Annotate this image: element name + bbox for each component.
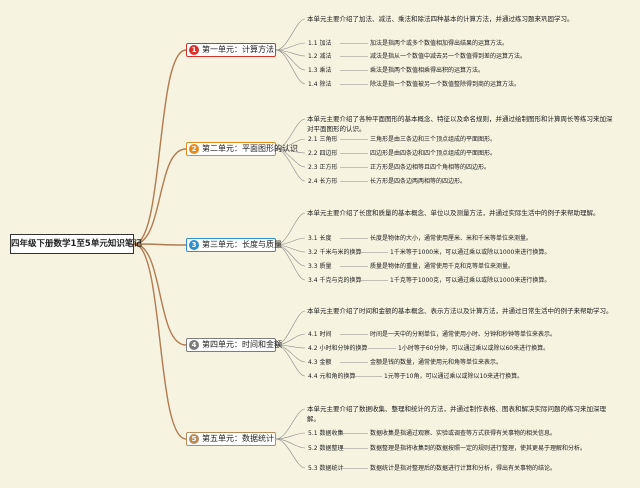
unit-number-badge: 1 — [189, 44, 199, 55]
topic-description: 长度是物体的大小，通常使用厘米、米和千米等单位来测量。 — [370, 235, 533, 242]
topic-description: 除法是指一个数值被另一个数值整除得到商的运算方法。 — [370, 81, 521, 88]
unit-title: 第二单元：平面图形的认识 — [202, 144, 298, 153]
unit-number-badge: 3 — [189, 239, 199, 250]
child-connector-line — [275, 438, 306, 469]
topic-description: 减法是指从一个数值中减去另一个数值得到差的运算方法。 — [370, 53, 527, 60]
topic-description: 质量是物体的重量，通常使用千克和克等单位来测量。 — [370, 263, 515, 270]
topic-label[interactable]: 4.2 小时和分钟的换算 — [308, 345, 368, 352]
child-connector-line — [275, 344, 306, 377]
child-connector-line — [275, 49, 306, 57]
topic-label[interactable]: 4.4 元和角的换算 — [308, 373, 356, 380]
topic-label[interactable]: 2.1 三角形 — [308, 136, 338, 143]
topic-label[interactable]: 3.3 质量 — [308, 263, 332, 270]
topic-label[interactable]: 5.1 数据收集 — [308, 430, 344, 437]
topic-label[interactable]: 2.3 正方形 — [308, 164, 338, 171]
topic-label[interactable]: 1.1 加法 — [308, 40, 332, 47]
topic-label[interactable]: 1.3 乘法 — [308, 67, 332, 74]
topic-description: 数据整理是指将收集到的数据按照一定的规则进行整理，使其更易于理解和分析。 — [370, 445, 587, 452]
unit-title: 第三单元：长度与质量 — [202, 240, 282, 249]
topic-description: 加法是指两个或多个数值相加得出结果的运算方法。 — [370, 40, 509, 47]
unit-intro-text: 本单元主要介绍了时间和金额的基本概念、表示方法以及计算方法，并通过日常生活中的例… — [307, 307, 613, 315]
child-connector-line — [275, 42, 306, 51]
topic-label[interactable]: 3.1 长度 — [308, 235, 332, 242]
topic-label[interactable]: 3.4 千克与克的换算 — [308, 277, 362, 284]
unit-title: 第一单元：计算方法 — [202, 45, 274, 54]
topic-description: 三角形是由三条边和三个顶点组成的平面图形。 — [370, 136, 497, 143]
topic-description: 数据统计是指对整理后的数据进行计算和分析，得出有关事物的结论。 — [370, 465, 557, 472]
topic-label[interactable]: 4.1 时间 — [308, 331, 332, 338]
topic-description: 1千米等于1000米，可以通过乘以或除以1000来进行换算。 — [390, 249, 551, 256]
topic-description: 1小时等于60分钟，可以通过乘以或除以60来进行换算。 — [398, 345, 550, 352]
child-connector-line — [275, 18, 306, 51]
topic-label[interactable]: 1.2 减法 — [308, 53, 332, 60]
child-connector-line — [275, 438, 306, 449]
unit-intro-text: 本单元主要介绍了长度和质量的基本概念、单位以及测量方法，并通过实际生活中的例子来… — [307, 209, 600, 217]
branch-line-unit-4 — [133, 243, 187, 346]
topic-description: 长方形是四条边两两相等的四边形。 — [370, 178, 467, 185]
unit-title: 第五单元：数据统计 — [202, 434, 274, 443]
root-topic[interactable]: 四年级下册数学1至5单元知识笔记 — [10, 234, 142, 254]
unit-intro-text: 本单元主要介绍了各种平面图形的基本概念、特征以及命名规则，并通过绘制图形和计算周… — [307, 115, 613, 133]
topic-description: 正方形是四条边相等且四个角相等的四边形。 — [370, 164, 491, 171]
topic-description: 数据收集是指通过观察、实验或调查等方式获得有关事物的相关信息。 — [370, 430, 557, 437]
topic-label[interactable]: 5.3 数据统计 — [308, 465, 344, 472]
unit-intro-text: 本单元主要介绍了数据收集、整理和统计的方法，并通过制作表格、图表和解决实际问题的… — [307, 405, 606, 423]
topic-label[interactable]: 2.2 四边形 — [308, 150, 338, 157]
topic-description: 金额是钱的数量，通常使用元和角等单位来表示。 — [370, 359, 503, 366]
unit-number-badge: 4 — [189, 339, 199, 350]
child-connector-line — [275, 408, 306, 440]
unit-number-badge: 5 — [189, 433, 199, 444]
topic-description: 1千克等于1000克，可以通过乘以或除以1000来进行换算。 — [390, 277, 551, 284]
topic-description: 四边形是由四条边和四个顶点组成的平面图形。 — [370, 150, 497, 157]
topic-label[interactable]: 2.4 长方形 — [308, 178, 338, 185]
child-connector-line — [275, 148, 306, 182]
child-connector-line — [275, 432, 306, 440]
branch-line-unit-2 — [133, 148, 187, 245]
topic-description: 1元等于10角，可以通过乘以或除以10来进行换算。 — [384, 373, 524, 380]
unit-title: 第四单元：时间和金额 — [202, 340, 282, 349]
branch-line-unit-1 — [133, 49, 187, 245]
topic-label[interactable]: 4.3 金额 — [308, 359, 332, 366]
branch-line-unit-5 — [133, 243, 187, 440]
topic-label[interactable]: 3.2 千米与米的换算 — [308, 249, 362, 256]
unit-number-badge: 2 — [189, 143, 199, 154]
topic-description: 时间是一天中的分割单位，通常使用小时、分钟和秒钟等单位来表示。 — [370, 331, 557, 338]
unit-intro-text: 本单元主要介绍了加法、减法、乘法和除法四种基本的计算方法，并通过练习题来巩固学习… — [307, 15, 574, 23]
topic-label[interactable]: 5.2 数据整理 — [308, 445, 344, 452]
topic-label[interactable]: 1.4 除法 — [308, 81, 332, 88]
child-connector-line — [275, 49, 306, 85]
topic-description: 乘法是指两个数值相乘得出积的运算方法。 — [370, 67, 485, 74]
child-connector-line — [275, 244, 306, 281]
child-connector-line — [275, 49, 306, 71]
